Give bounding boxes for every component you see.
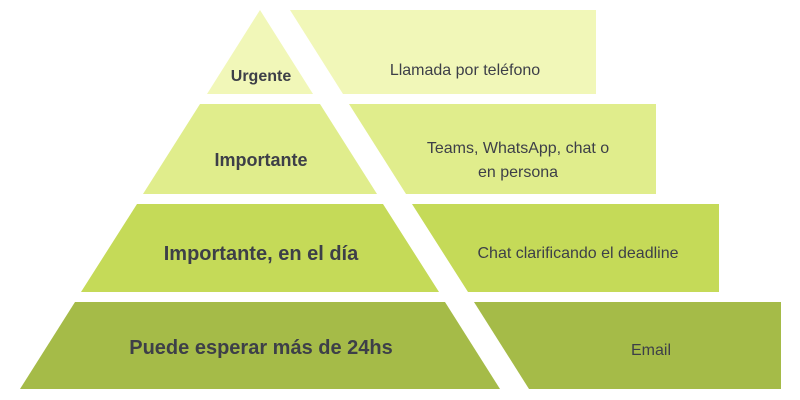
- channel-text: Teams, WhatsApp, chat o: [427, 140, 609, 157]
- level-label: Importante: [214, 150, 307, 170]
- channel-band-importante-en-el-dia: [412, 204, 719, 292]
- channel-band-puede-esperar: [474, 302, 781, 389]
- pyramid-level-puede-esperar: [20, 302, 500, 389]
- level-label: Importante, en el día: [164, 243, 359, 265]
- channel-text: Llamada por teléfono: [390, 62, 540, 79]
- pyramid-level-importante-en-el-dia: [81, 204, 439, 292]
- channel-text: Chat clarificando el deadline: [477, 245, 678, 262]
- channel-band-importante: [349, 104, 656, 194]
- channel-text: Email: [631, 342, 671, 359]
- level-label: Puede esperar más de 24hs: [129, 337, 392, 359]
- pyramid-level-urgente: [207, 10, 313, 94]
- level-label: Urgente: [231, 68, 292, 85]
- channel-text: en persona: [478, 164, 558, 181]
- pyramid-level-importante: [143, 104, 377, 194]
- channel-band-urgente: [290, 10, 596, 94]
